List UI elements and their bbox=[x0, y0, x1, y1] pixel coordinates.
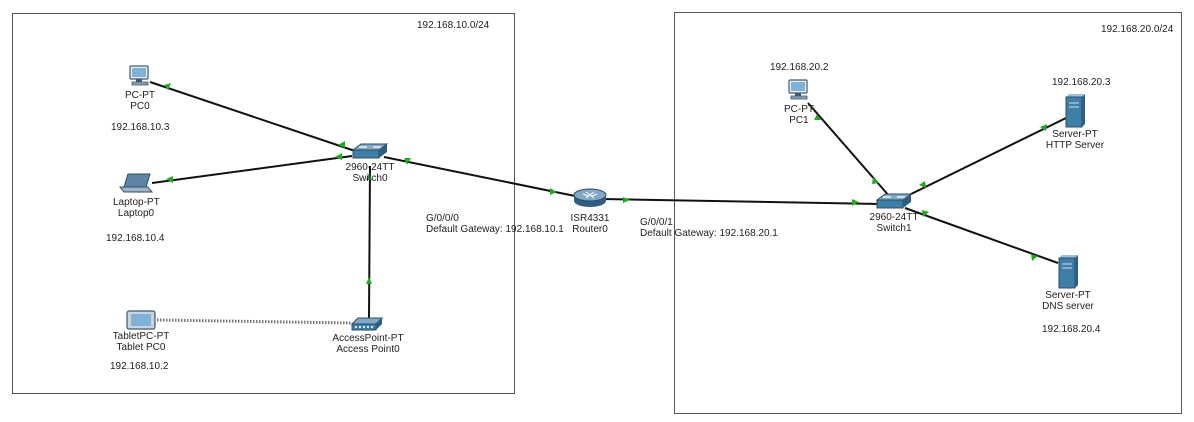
link-up-arrow bbox=[366, 277, 372, 284]
link-up-arrow bbox=[872, 177, 879, 184]
link-up-arrow bbox=[922, 210, 929, 217]
link-up-arrow bbox=[164, 83, 171, 90]
pc0-name-label: PC0 bbox=[130, 101, 150, 112]
network-area-right bbox=[674, 12, 1182, 414]
dns-server-model-label: Server-PT bbox=[1045, 290, 1091, 301]
dns-server-icon[interactable] bbox=[1058, 255, 1078, 289]
access-point0-icon[interactable] bbox=[350, 317, 384, 331]
switch0-name-label: Switch0 bbox=[352, 173, 388, 184]
interface-g000-label: G/0/0/0 bbox=[426, 213, 459, 224]
http-server-name-label: HTTP Server bbox=[1045, 140, 1105, 151]
link-up-arrow bbox=[550, 188, 557, 195]
link-ap0-switch0[interactable] bbox=[368, 165, 371, 319]
switch0-model-label: 2960-24TT bbox=[345, 162, 395, 173]
switch1-icon[interactable] bbox=[875, 193, 913, 209]
dns-server-name-label: DNS server bbox=[1042, 301, 1094, 312]
link-up-arrow bbox=[852, 199, 859, 206]
pc1-icon[interactable] bbox=[788, 79, 808, 100]
laptop0-ip-label: 192.168.10.4 bbox=[106, 233, 165, 244]
link-up-arrow bbox=[919, 181, 926, 188]
link-up-arrow bbox=[623, 197, 630, 203]
switch0-icon[interactable] bbox=[351, 143, 389, 159]
wireless-link-tablet0-ap0 bbox=[156, 318, 353, 325]
interface-g001-gateway-label: Default Gateway: 192.168.20.1 bbox=[640, 228, 778, 239]
laptop0-icon[interactable] bbox=[118, 173, 154, 193]
http-server-model-label: Server-PT bbox=[1052, 129, 1098, 140]
pc0-icon[interactable] bbox=[129, 65, 149, 86]
link-dns-switch1[interactable] bbox=[904, 207, 1059, 264]
ap0-model-label: AccessPoint-PT bbox=[332, 333, 404, 344]
link-up-arrow bbox=[335, 153, 342, 160]
router0-icon[interactable] bbox=[573, 188, 607, 207]
pc0-ip-label: 192.168.10.3 bbox=[111, 122, 170, 133]
tablet0-model-label: TabletPC-PT bbox=[112, 331, 170, 342]
http-server-icon[interactable] bbox=[1065, 94, 1085, 128]
link-up-arrow bbox=[404, 158, 411, 165]
link-switch0-router0[interactable] bbox=[383, 156, 576, 197]
link-up-arrow bbox=[366, 173, 372, 180]
laptop0-name-label: Laptop0 bbox=[117, 208, 155, 219]
link-pc0-switch0[interactable] bbox=[149, 81, 359, 153]
tablet0-ip-label: 192.168.10.2 bbox=[110, 361, 169, 372]
subnet-label-left: 192.168.10.0/24 bbox=[417, 20, 490, 31]
link-status-indicators bbox=[164, 83, 1047, 284]
pc1-ip-label: 192.168.20.2 bbox=[770, 62, 829, 73]
pc0-model-label: PC-PT bbox=[125, 90, 155, 101]
interface-g000-gateway-label: Default Gateway: 192.168.10.1 bbox=[426, 224, 564, 235]
link-up-arrow bbox=[1031, 254, 1038, 261]
router0-name-label: Router0 bbox=[572, 224, 608, 235]
link-laptop0-switch0[interactable] bbox=[151, 155, 353, 184]
switch1-name-label: Switch1 bbox=[876, 223, 912, 234]
dns-server-ip-label: 192.168.20.4 bbox=[1042, 324, 1101, 335]
link-up-arrow bbox=[1040, 124, 1047, 131]
interface-g001-label: G/0/0/1 bbox=[640, 217, 673, 228]
ap0-name-label: Access Point0 bbox=[336, 344, 400, 355]
http-server-ip-label: 192.168.20.3 bbox=[1052, 77, 1111, 88]
subnet-label-right: 192.168.20.0/24 bbox=[1101, 24, 1174, 35]
network-area-left bbox=[12, 13, 515, 394]
tablet0-name-label: Tablet PC0 bbox=[116, 342, 166, 353]
link-http-switch1[interactable] bbox=[904, 117, 1067, 198]
router0-model-label: ISR4331 bbox=[570, 213, 610, 224]
link-up-arrow bbox=[338, 141, 345, 148]
laptop0-model-label: Laptop-PT bbox=[113, 197, 160, 208]
pc1-model-label: PC-PT bbox=[784, 104, 814, 115]
switch1-model-label: 2960-24TT bbox=[869, 212, 919, 223]
link-router0-switch1[interactable] bbox=[602, 198, 881, 205]
tablet0-icon[interactable] bbox=[126, 310, 156, 330]
link-up-arrow bbox=[814, 114, 821, 120]
pc1-name-label: PC1 bbox=[789, 115, 809, 126]
link-up-arrow bbox=[166, 176, 173, 183]
